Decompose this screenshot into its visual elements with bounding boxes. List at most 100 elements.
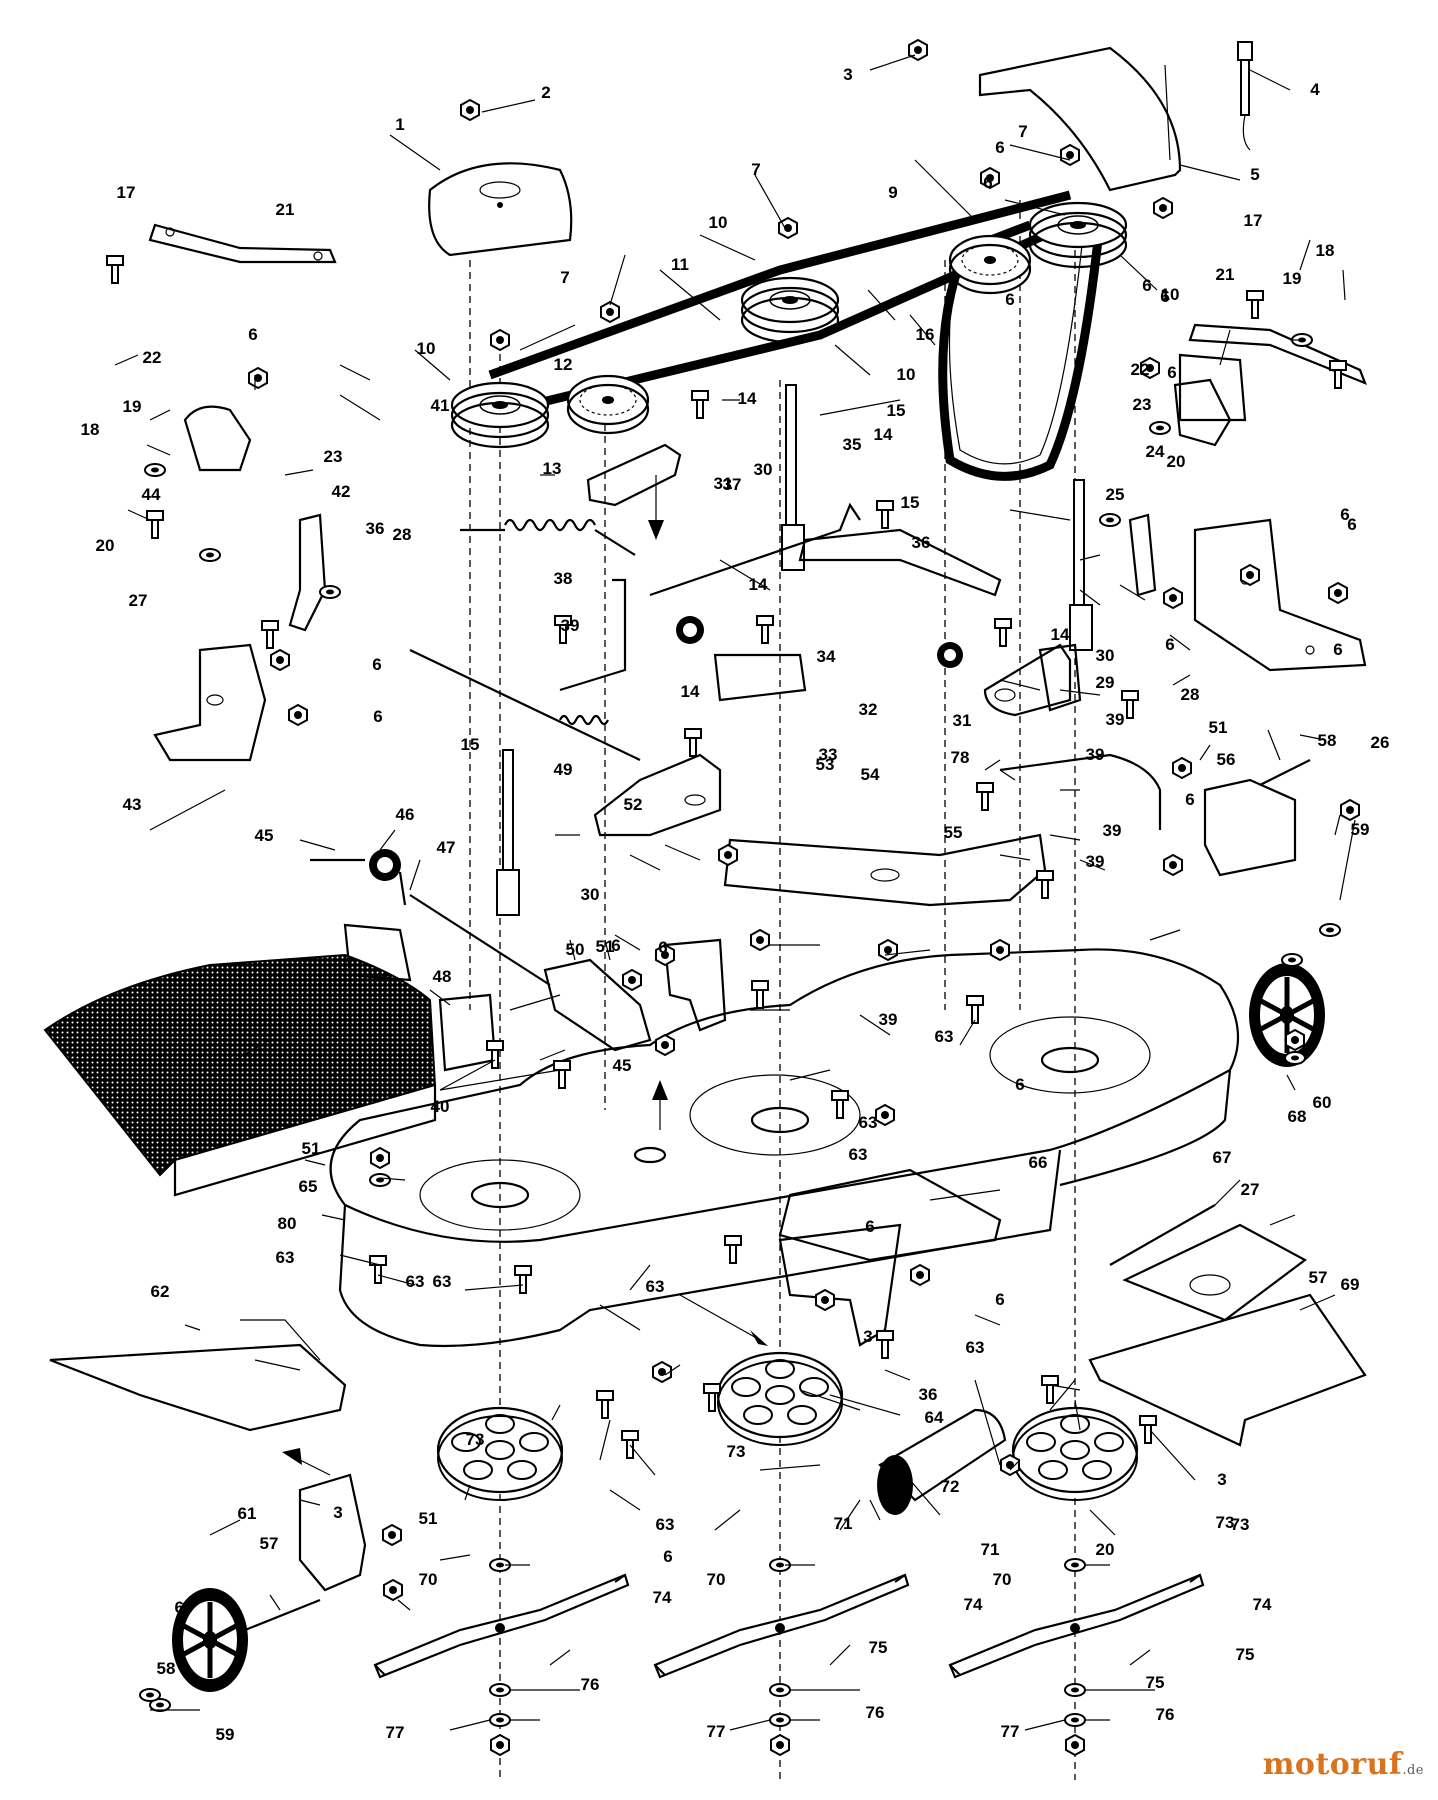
control-rod	[649, 502, 861, 597]
callout-36: 36	[912, 533, 931, 552]
callout-60: 60	[1313, 1093, 1332, 1112]
callout-22: 22	[143, 348, 162, 367]
callout-51: 51	[596, 937, 615, 956]
callout-6: 6	[1165, 635, 1174, 654]
callout-60: 60	[175, 1598, 194, 1617]
callout-77: 77	[1001, 1722, 1020, 1741]
rod-78	[999, 753, 1162, 830]
callout-63: 63	[656, 1515, 675, 1534]
callout-64: 64	[925, 1408, 944, 1427]
hub-center	[716, 1351, 844, 1447]
callout-7: 7	[1018, 122, 1027, 141]
bracket-48	[438, 993, 497, 1072]
idler-arm-left	[586, 443, 682, 507]
callout-68: 68	[1288, 1107, 1307, 1126]
callout-6: 6	[995, 138, 1004, 157]
callout-6: 6	[983, 173, 992, 192]
callout-57: 57	[260, 1534, 279, 1553]
callout-12: 12	[554, 355, 573, 374]
callout-78: 78	[951, 748, 970, 767]
callout-56: 56	[1217, 750, 1236, 769]
callout-37: 37	[723, 475, 742, 494]
callout-6: 6	[1142, 276, 1151, 295]
callout-6: 6	[658, 938, 667, 957]
callout-61: 61	[238, 1504, 257, 1523]
callout-14: 14	[874, 425, 893, 444]
callout-74: 74	[653, 1588, 672, 1607]
rod-67	[1109, 1204, 1216, 1266]
callout-51: 51	[1209, 718, 1228, 737]
callout-67: 67	[1213, 1148, 1232, 1167]
watermark-tld: .de	[1402, 1763, 1424, 1778]
callout-74: 74	[964, 1595, 983, 1614]
callout-6: 6	[611, 936, 620, 955]
bracket-50	[543, 958, 652, 1052]
callout-18: 18	[1316, 241, 1335, 260]
wheel-right	[1249, 963, 1325, 1067]
callout-25: 25	[1106, 485, 1125, 504]
callout-33: 33	[819, 745, 838, 764]
callout-23: 23	[324, 447, 343, 466]
deck-hanger-bracket-left	[148, 223, 337, 264]
bracket-43	[153, 643, 267, 762]
callout-39: 39	[561, 616, 580, 635]
axle-57-right	[1259, 759, 1311, 786]
cylinder-72	[877, 1408, 1007, 1515]
callout-20: 20	[1167, 452, 1186, 471]
callout-59: 59	[1351, 820, 1370, 839]
callout-6: 6	[248, 325, 257, 344]
callout-19: 19	[1283, 269, 1302, 288]
callout-55: 55	[944, 823, 963, 842]
callout-58: 58	[157, 1659, 176, 1678]
spindle-shafts	[496, 384, 1093, 916]
callout-36: 36	[366, 519, 385, 538]
callout-80: 80	[278, 1214, 297, 1233]
callout-31: 31	[714, 474, 733, 493]
callout-39: 39	[1086, 852, 1105, 871]
callout-14: 14	[738, 389, 757, 408]
callout-7: 7	[560, 268, 569, 287]
callout-6: 6	[1160, 287, 1169, 306]
callout-6: 6	[1005, 290, 1014, 309]
callout-76: 76	[581, 1675, 600, 1694]
callout-19: 19	[123, 397, 142, 416]
callout-6: 6	[865, 1217, 874, 1236]
callout-10: 10	[1161, 285, 1180, 304]
callout-75: 75	[869, 1638, 888, 1657]
bracket-52	[663, 938, 727, 1032]
callout-45: 45	[613, 1056, 632, 1075]
callout-75: 75	[1146, 1673, 1165, 1692]
callout-41: 41	[431, 396, 450, 415]
direction-arrows	[282, 475, 768, 1476]
torsion-spring-left	[676, 616, 704, 644]
callout-13: 13	[543, 459, 562, 478]
bracket-53	[593, 753, 722, 837]
link-25	[1128, 513, 1157, 597]
callout-50: 50	[566, 940, 585, 959]
callout-22: 22	[1131, 360, 1150, 379]
callout-30: 30	[581, 885, 600, 904]
callout-63: 63	[433, 1272, 452, 1291]
callout-2: 2	[541, 83, 550, 102]
callout-63: 63	[935, 1027, 954, 1046]
callout-6: 6	[1347, 515, 1356, 534]
callout-3: 3	[843, 65, 852, 84]
extension-spring	[460, 518, 636, 556]
callout-70: 70	[707, 1570, 726, 1589]
callout-23: 23	[1133, 395, 1152, 414]
callout-27: 27	[129, 591, 148, 610]
callout-73: 73	[727, 1442, 746, 1461]
callout-27: 27	[1241, 1180, 1260, 1199]
callout-38: 38	[554, 569, 573, 588]
callout-39: 39	[1106, 710, 1125, 729]
watermark-name: motoruf	[1262, 1747, 1403, 1782]
callout-3: 3	[1217, 1470, 1226, 1489]
callout-15: 15	[887, 401, 906, 420]
callout-21: 21	[276, 200, 295, 219]
callout-69: 69	[1341, 1275, 1360, 1294]
callout-6: 6	[1185, 790, 1194, 809]
callout-14: 14	[749, 575, 768, 594]
callout-16: 16	[916, 325, 935, 344]
blade-center	[653, 1573, 910, 1679]
idler-bracket-33	[713, 653, 807, 702]
